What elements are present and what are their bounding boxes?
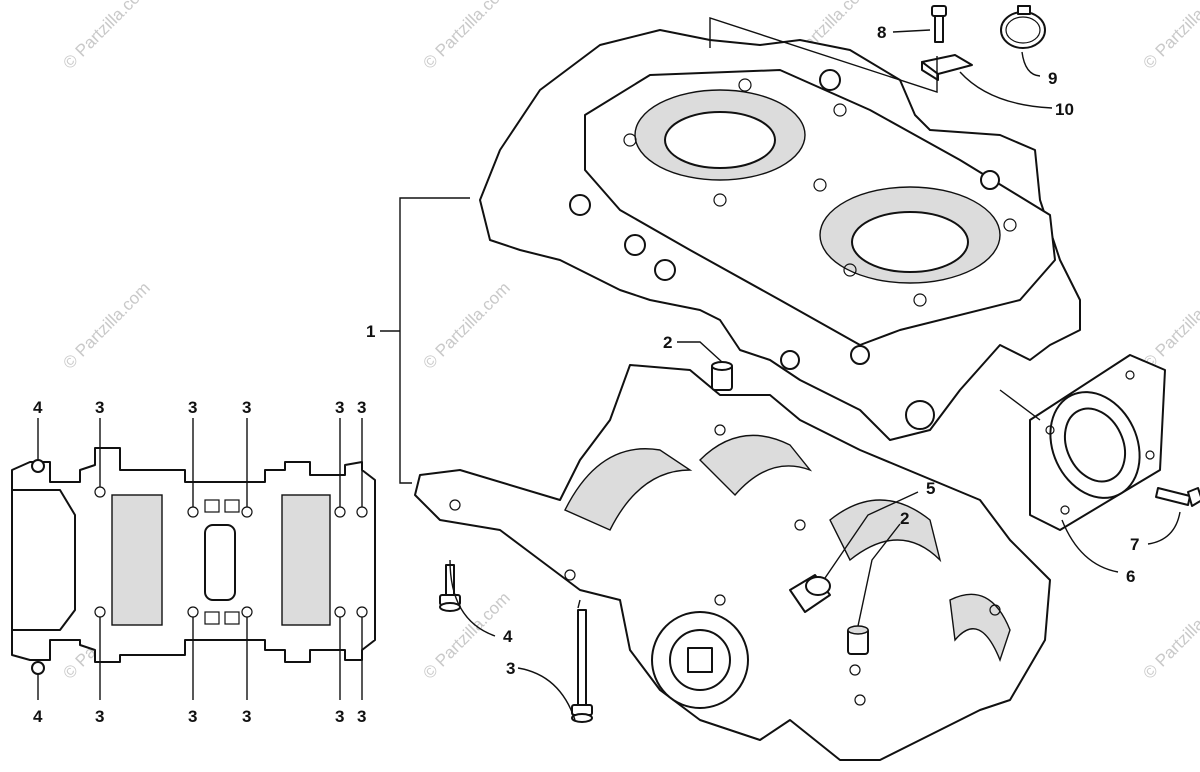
main-leaders (380, 17, 1181, 721)
dowel-pin-upper (711, 361, 733, 391)
top-bolt (931, 5, 947, 43)
watermark: © Partzilla.com (59, 278, 153, 372)
watermark: © Partzilla.com (419, 278, 513, 372)
watermark: © Partzilla.com (419, 0, 513, 73)
callout-10: 10 (1055, 100, 1074, 119)
callout-8: 8 (877, 23, 886, 42)
callouts: 1 2 2 5 6 7 8 9 10 4 3 4 3 3 3 3 3 4 3 3… (33, 23, 1139, 726)
left-bottom-callout: 3 (242, 707, 251, 726)
bearing-sleeve (789, 574, 831, 613)
left-top-callout: 4 (33, 398, 43, 417)
crankcase-bottom-view (11, 447, 376, 675)
left-bottom-callout: 4 (33, 707, 43, 726)
left-top-callout: 3 (188, 398, 197, 417)
callout-2-upper: 2 (663, 333, 672, 352)
watermark: © Partzilla.com (1139, 278, 1200, 372)
watermark: © Partzilla.com (1139, 588, 1200, 682)
bolt-long (571, 609, 593, 723)
upper-crankcase (479, 29, 1081, 441)
left-top-callout: 3 (335, 398, 344, 417)
left-bottom-callout: 3 (188, 707, 197, 726)
left-bottom-callout: 3 (357, 707, 366, 726)
callout-7: 7 (1130, 535, 1139, 554)
callout-4-main: 4 (503, 627, 513, 646)
plate-bolt (1155, 487, 1200, 507)
left-view-leaders (37, 418, 363, 700)
left-top-callout: 3 (242, 398, 251, 417)
left-bottom-callout: 3 (95, 707, 104, 726)
watermark: © Partzilla.com (1139, 0, 1200, 73)
callout-1: 1 (366, 322, 375, 341)
seal-housing-plate (1029, 354, 1166, 531)
callout-5: 5 (926, 479, 935, 498)
bracket (921, 54, 973, 81)
callout-3-main: 3 (506, 659, 515, 678)
callout-9: 9 (1048, 69, 1057, 88)
lower-crankcase (414, 364, 1051, 761)
watermark: © Partzilla.com (59, 0, 153, 73)
callout-2-lower: 2 (900, 509, 909, 528)
dowel-pin-lower (847, 625, 869, 655)
left-top-callout: 3 (357, 398, 366, 417)
left-top-callout: 3 (95, 398, 104, 417)
left-bottom-callout: 3 (335, 707, 344, 726)
hose-clamp (1000, 5, 1046, 49)
watermark: © Partzilla.com (419, 588, 513, 682)
callout-6: 6 (1126, 567, 1135, 586)
